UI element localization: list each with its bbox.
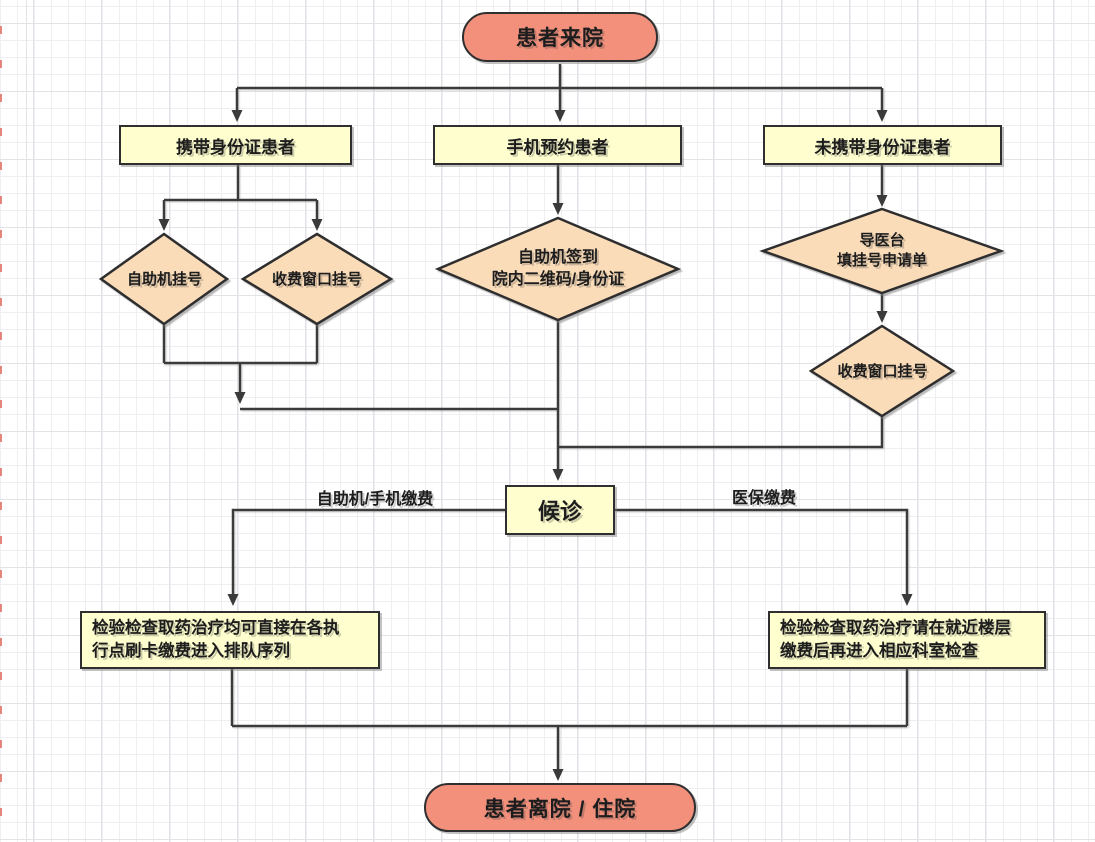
edge-label-insurance-pay: 医保缴费 (731, 490, 796, 507)
process-node-label: 候诊 (537, 499, 582, 524)
connector-left-merge (162, 324, 558, 411)
process-node-line2: 缴费后再进入相应科室检查 (780, 642, 978, 660)
process-node-waiting: 候诊 (505, 485, 615, 535)
arrowhead (552, 203, 564, 215)
end-node-label: 患者离院 / 住院 (483, 797, 637, 821)
arrowhead (552, 769, 564, 781)
decision-self-machine-register-shape (98, 232, 230, 326)
connector-waiting-left (231, 508, 505, 595)
connector-start-split (235, 64, 884, 111)
start-node-patient-arrives: 患者来院 (462, 12, 658, 62)
edge-label-self-or-phone-pay: 自助机/手机缴费 (316, 491, 434, 508)
decision-guide-desk-shape (759, 207, 1005, 295)
process-node-line1: 检验检查取药治疗均可直接在各执 (92, 619, 340, 637)
start-node-label: 患者来院 (516, 27, 604, 50)
arrowhead (231, 110, 243, 122)
arrowhead (901, 594, 913, 606)
arrowhead (876, 110, 888, 122)
process-node-line1: 检验检查取药治疗请在就近楼层 (780, 619, 1011, 637)
process-node-label: 携带身份证患者 (176, 137, 295, 157)
process-node-label: 未携带身份证患者 (814, 137, 951, 157)
arrowhead (158, 219, 170, 231)
arrowhead (311, 219, 323, 231)
connector-idcard-split (162, 165, 319, 220)
connector-bottom-merge (230, 669, 909, 770)
end-node-patient-leaves: 患者离院 / 住院 (424, 783, 696, 832)
arrowhead (876, 195, 888, 207)
process-node-with-id-card: 携带身份证患者 (119, 125, 352, 165)
connector-waiting-right (615, 508, 909, 595)
decision-window-register-right-shape (808, 324, 956, 418)
connector-right-merge (558, 416, 884, 449)
decision-self-checkin-shape (434, 216, 682, 322)
arrowhead (876, 311, 888, 323)
arrowhead (234, 392, 246, 404)
process-node-pay-nearest-floor: 检验检查取药治疗请在就近楼层 缴费后再进入相应科室检查 (768, 611, 1046, 669)
arrowhead (552, 469, 564, 481)
arrowhead (227, 594, 239, 606)
decision-window-register-left-shape (240, 232, 394, 326)
arrowhead (554, 110, 566, 122)
process-node-label: 手机预约患者 (506, 137, 609, 157)
process-node-pay-at-point: 检验检查取药治疗均可直接在各执 行点刷卡缴费进入排队序列 (80, 611, 380, 669)
process-node-line2: 行点刷卡缴费进入排队序列 (92, 642, 290, 660)
process-node-phone-booking: 手机预约患者 (433, 125, 682, 165)
arrowheads (158, 110, 913, 781)
process-node-without-id-card: 未携带身份证患者 (763, 125, 1002, 165)
